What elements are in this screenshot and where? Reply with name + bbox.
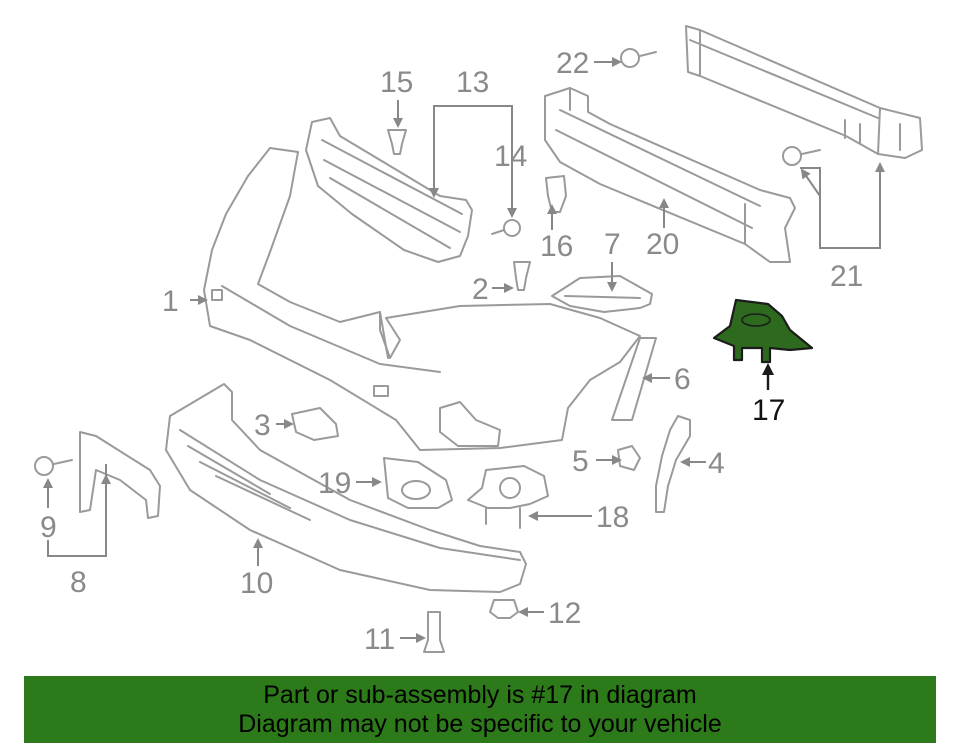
- part-7-bracket: [551, 275, 653, 313]
- part-5-clip: [617, 445, 641, 471]
- callout-10: 10: [240, 567, 273, 600]
- callout-18: 18: [596, 501, 629, 534]
- callout-6: 6: [674, 363, 691, 396]
- callout-14: 14: [494, 140, 527, 173]
- callout-3: 3: [254, 409, 271, 442]
- callout-12: 12: [548, 597, 581, 630]
- part-21-reinforcement-beam: [685, 25, 923, 159]
- fastener-14-bolt: [491, 219, 521, 237]
- callout-16: 16: [540, 230, 573, 263]
- part-18-fog-bracket: [467, 465, 549, 529]
- callout-5: 5: [572, 445, 589, 478]
- info-banner: Part or sub-assembly is #17 in diagram D…: [24, 676, 936, 743]
- part-8-bracket: [79, 431, 161, 519]
- fastener-16-clip: [545, 175, 567, 213]
- part-19-fog-bezel: [383, 457, 453, 509]
- callout-13: 13: [456, 66, 489, 99]
- part-3-tow-cap: [291, 407, 339, 441]
- part-6-strip: [611, 337, 657, 421]
- leader-lines: [43, 57, 885, 643]
- callout-2: 2: [472, 273, 489, 306]
- callout-19: 19: [318, 467, 351, 500]
- callout-21: 21: [830, 260, 863, 293]
- callout-4: 4: [708, 447, 725, 480]
- part-17-bracket-highlighted: [712, 298, 814, 364]
- callout-11: 11: [364, 623, 395, 656]
- callout-15: 15: [380, 66, 413, 99]
- callout-9: 9: [40, 511, 57, 544]
- fastener-22-bolt: [620, 48, 657, 68]
- callout-1: 1: [162, 285, 179, 318]
- fastener-9-bolt: [34, 456, 73, 476]
- callout-8: 8: [70, 566, 87, 599]
- fastener-2-clip: [513, 261, 531, 291]
- banner-line-1: Part or sub-assembly is #17 in diagram: [263, 681, 697, 709]
- part-1-bumper-cover: [203, 147, 641, 451]
- callout-17: 17: [752, 394, 785, 427]
- part-20-absorber: [544, 87, 796, 263]
- fastener-15-clip: [387, 129, 407, 155]
- callout-7: 7: [604, 228, 621, 261]
- part-4-bracket: [655, 415, 691, 513]
- fastener-21-bolt: [782, 146, 821, 166]
- part-13-upper-grille: [305, 117, 473, 263]
- fastener-11-clip: [423, 611, 445, 653]
- banner-line-2: Diagram may not be specific to your vehi…: [238, 710, 722, 738]
- fastener-12-nut: [489, 599, 519, 619]
- callout-22: 22: [556, 47, 589, 80]
- part-10-lower-grille: [165, 383, 527, 593]
- callout-20: 20: [646, 228, 679, 261]
